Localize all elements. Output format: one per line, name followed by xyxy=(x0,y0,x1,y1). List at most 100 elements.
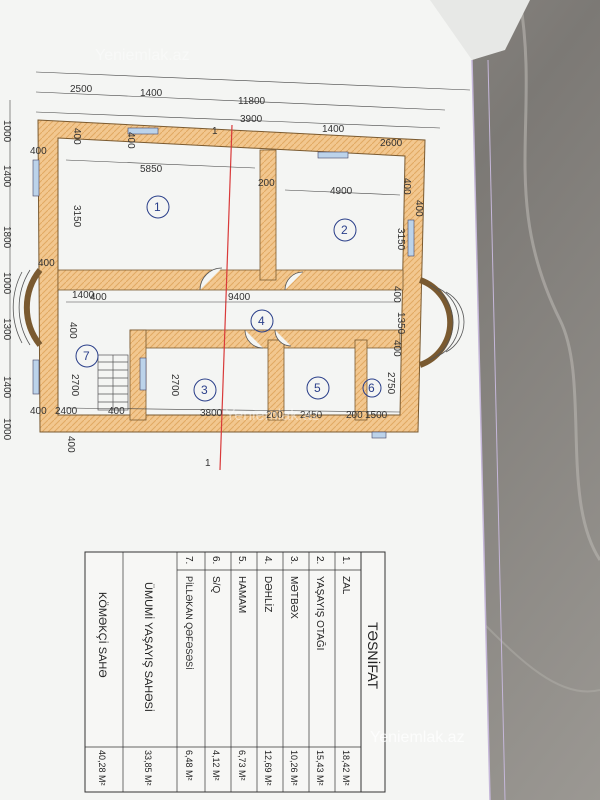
dim-inner: 2700 xyxy=(69,374,80,397)
window xyxy=(317,151,349,159)
svg-text:6: 6 xyxy=(368,381,375,395)
svg-text:6,48 M²: 6,48 M² xyxy=(184,750,194,781)
svg-text:3.: 3. xyxy=(288,556,299,564)
dim-wall: 400 xyxy=(30,406,47,417)
dim-inner: 2750 xyxy=(385,372,396,395)
dim-inner: 2450 xyxy=(300,410,323,421)
legend-row: 3. MƏTBƏX 10,26 M² xyxy=(288,556,299,786)
legend-row: 7. PİLLƏKAN QƏFƏSƏSİ 6,48 M² xyxy=(183,556,194,781)
dim-wall: 400 xyxy=(125,132,136,149)
legend-aux-value: 40,28 M² xyxy=(97,750,107,786)
wall-kitchen-bath xyxy=(267,339,285,421)
dim-inner: 3150 xyxy=(71,205,82,228)
dim-left: 1400 xyxy=(1,165,12,188)
legend-total-living-value: 33,85 M² xyxy=(143,750,153,786)
watermark-bottom: Yeniemlak.az xyxy=(370,729,465,746)
svg-text:18,42 M²: 18,42 M² xyxy=(341,750,351,786)
dim-top: 1400 xyxy=(140,88,163,99)
staircase xyxy=(97,354,129,411)
dim-inner: 3800 xyxy=(200,408,223,419)
wall-corridor-top xyxy=(57,269,404,291)
dim-inner: 1500 xyxy=(365,410,388,421)
svg-text:15,43 M²: 15,43 M² xyxy=(315,750,325,786)
dim-wall: 400 xyxy=(71,128,82,145)
dim-left: 1400 xyxy=(1,376,12,399)
svg-text:2.: 2. xyxy=(314,556,325,564)
room-marker-1: 1 xyxy=(146,195,170,219)
dim-left: 1000 xyxy=(1,418,12,441)
svg-text:1: 1 xyxy=(154,200,161,214)
dim-wall: 400 xyxy=(401,178,412,195)
dim-wall: 400 xyxy=(391,340,402,357)
room-marker-3: 3 xyxy=(193,378,217,402)
room-marker-7: 7 xyxy=(75,344,99,368)
window xyxy=(32,159,40,197)
svg-text:5: 5 xyxy=(314,381,321,395)
legend-row: 5. HAMAM 6,73 M² xyxy=(236,556,247,781)
dim-wall: 400 xyxy=(30,146,47,157)
dim-left: 1000 xyxy=(1,120,12,143)
dim-top: 2600 xyxy=(380,138,403,149)
window xyxy=(127,127,159,135)
window xyxy=(32,359,40,395)
room-marker-4: 4 xyxy=(250,309,274,333)
svg-text:4: 4 xyxy=(258,314,265,328)
svg-text:ZAL: ZAL xyxy=(340,576,351,595)
svg-text:6.: 6. xyxy=(210,556,221,564)
right-bay xyxy=(418,277,454,368)
room-marker-2: 2 xyxy=(333,218,357,242)
dim-inner: 1350 xyxy=(395,312,406,335)
floor-plan: 1 1 2500 1400 11800 3900 1400 2600 5850 … xyxy=(1,71,471,471)
legend-title: TƏSNİFAT xyxy=(365,622,382,690)
legend-row: 1. ZAL 18,42 M² xyxy=(340,556,351,786)
dim-top: 3900 xyxy=(240,114,263,125)
svg-text:S/Q: S/Q xyxy=(210,576,221,593)
svg-text:3: 3 xyxy=(201,383,208,397)
dim-inner: 2700 xyxy=(169,374,180,397)
dim-inner: 4900 xyxy=(330,186,353,197)
svg-text:MƏTBƏX: MƏTBƏX xyxy=(288,576,299,619)
window xyxy=(139,357,147,391)
legend-row: 4. DƏHLİZ 12,69 M² xyxy=(262,556,275,786)
svg-text:4,12 M²: 4,12 M² xyxy=(211,750,221,781)
svg-text:6,73 M²: 6,73 M² xyxy=(237,750,247,781)
svg-text:12,69 M²: 12,69 M² xyxy=(263,750,273,786)
section-mark-top: 1 xyxy=(212,126,218,137)
dim-wall: 400 xyxy=(391,286,402,303)
outer-walls xyxy=(37,119,426,433)
dim-inner: 3150 xyxy=(395,228,406,251)
dim-inner: 200 xyxy=(346,410,363,421)
dim-inner: 9400 xyxy=(228,292,251,303)
watermark-top: Yeniemlak.az xyxy=(95,47,190,64)
room-marker-6: 6 xyxy=(362,378,382,398)
svg-text:5.: 5. xyxy=(236,556,247,564)
svg-text:HAMAM: HAMAM xyxy=(236,576,247,613)
svg-text:4.: 4. xyxy=(262,556,273,564)
dim-wall: 400 xyxy=(38,258,55,269)
svg-text:7.: 7. xyxy=(183,556,194,564)
dim-top: 2500 xyxy=(70,84,93,95)
dim-inner: 400 xyxy=(90,292,107,303)
dim-left: 1300 xyxy=(1,318,12,341)
dim-wall: 400 xyxy=(67,322,78,339)
dim-wall: 400 xyxy=(65,436,76,453)
dim-top: 11800 xyxy=(238,96,266,107)
dim-inner: 2400 xyxy=(55,406,78,417)
legend-row: 2. YAŞAYIŞ OTAĞI 15,43 M² xyxy=(314,556,327,786)
legend-row: 6. S/Q 4,12 M² xyxy=(210,556,221,781)
legend-total-living-label: ÜMUMİ YAŞAYIŞ SAHƏSİ xyxy=(142,582,155,712)
wall-bath-wc xyxy=(354,339,368,421)
dim-left: 1000 xyxy=(1,272,12,295)
dim-inner: 200 xyxy=(266,410,283,421)
dim-wall: 400 xyxy=(108,406,125,417)
svg-text:7: 7 xyxy=(83,349,90,363)
svg-text:1.: 1. xyxy=(340,556,351,564)
dim-inner: 5850 xyxy=(140,164,163,175)
svg-text:DƏHLİZ: DƏHLİZ xyxy=(262,576,275,612)
legend-table: TƏSNİFAT 1. ZAL 18,42 M² 2. YAŞAYIŞ OTAĞ… xyxy=(84,551,386,793)
section-mark-bottom: 1 xyxy=(205,458,211,469)
dim-wall: 400 xyxy=(413,200,424,217)
dim-top: 1400 xyxy=(322,124,345,135)
legend-aux-label: KÖMƏKÇİ SAHƏ xyxy=(96,592,109,678)
